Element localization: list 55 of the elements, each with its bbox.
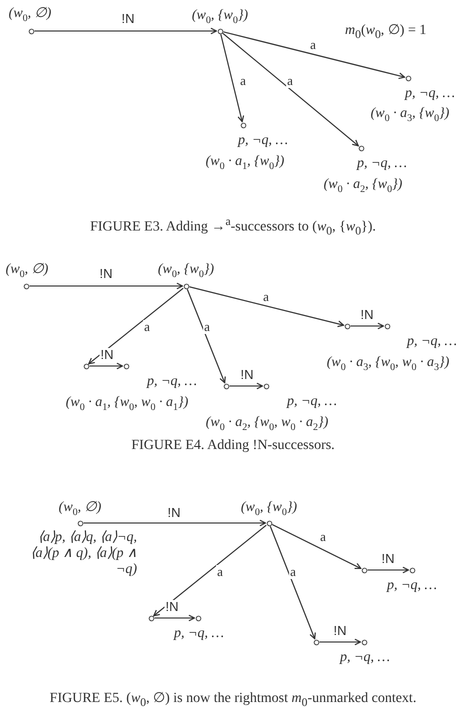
state-label: (w$_{0}$ · a$_{1}$, {w$_{0}$, w$_{0}$ · a$_{1}$}) — [66, 395, 188, 415]
formula-text: ⟨a⟩p, ⟨a⟩q, ⟨a⟩¬q, ⟨a⟩(p ∧ q), ⟨a⟩(p ∧ ¬q) — [30, 530, 137, 578]
state-label: p, ¬q, … — [387, 578, 437, 594]
arrow — [88, 288, 184, 364]
arrow — [223, 31, 406, 80]
arrow — [189, 286, 344, 328]
figure-caption: FIGURE E3. Adding →$^{a}$-successors to (w$_{0}$, {w$_{0}$}). — [90, 214, 376, 240]
state-label: p, ¬q, … — [357, 156, 407, 172]
state-label: p, ¬q, … — [340, 650, 390, 666]
state-label: p, ¬q, … — [174, 626, 224, 642]
state-label: (w$_{0}$ · a$_{2}$, {w$_{0}$, w$_{0}$ · a$_{2}$}) — [206, 415, 328, 435]
edge-label: a — [143, 320, 151, 334]
figure-caption: FIGURE E5. (w$_{0}$, ∅) is now the rightmost m$_{0}$-unmarked context. — [50, 691, 416, 711]
state-label: p, ¬q, … — [287, 394, 337, 410]
state-label: (w$_{0}$ · a$_{3}$, {w$_{0}$}) — [370, 106, 450, 126]
edge-label: !N — [166, 506, 182, 520]
arrow — [34, 28, 218, 34]
arrow — [154, 614, 196, 622]
state-label: (w$_{0}$, {w$_{0}$}) — [240, 500, 298, 520]
arrow — [320, 638, 362, 646]
arrow — [84, 520, 266, 526]
state-label: p, ¬q, … — [405, 86, 455, 102]
edge-label: a — [216, 565, 224, 579]
arrow — [272, 524, 362, 570]
edge-label: !N — [360, 308, 374, 322]
state-label: (w$_{0}$ · a$_{2}$, {w$_{0}$}) — [324, 177, 402, 197]
state-label: p, ¬q, … — [238, 133, 288, 149]
state-label: (w$_{0}$, {w$_{0}$}) — [192, 8, 248, 28]
edge-label: !N — [380, 552, 396, 566]
state-label: (w$_{0}$ · a$_{3}$, {w$_{0}$, w$_{0}$ · a$_{3}$}) — [326, 355, 450, 375]
arrow — [30, 282, 184, 290]
edge-label: !N — [100, 348, 114, 362]
state-label: (w$_{0}$, ∅) — [8, 6, 52, 26]
arrow — [350, 322, 384, 330]
arrow — [230, 382, 264, 390]
edge-label: !N — [240, 368, 254, 382]
arrow — [153, 524, 267, 616]
state-label: (w$_{0}$, ∅) — [58, 500, 102, 520]
state-label: (w$_{0}$, {w$_{0}$}) — [158, 262, 214, 282]
arrow — [270, 526, 316, 640]
arrow — [90, 362, 124, 370]
state-label: p, ¬q, … — [147, 374, 197, 390]
arrow — [220, 34, 244, 122]
state-label: (w$_{0}$ · a$_{1}$, {w$_{0}$}) — [206, 154, 284, 174]
arrow — [222, 32, 359, 146]
state-label: (w$_{0}$, ∅) — [6, 262, 48, 282]
state-label: p, ¬q, … — [407, 334, 457, 350]
edge-label: !N — [98, 267, 114, 281]
edge-label: !N — [164, 600, 180, 614]
annotation-text: m$_{0}$(w$_{0}$, ∅) = 1 — [345, 23, 426, 43]
edge-label: !N — [120, 12, 136, 26]
edge-label: !N — [332, 624, 348, 638]
arrow — [186, 289, 226, 384]
arrow — [368, 566, 410, 574]
figure-caption: FIGURE E4. Adding !N-successors. — [131, 438, 335, 454]
